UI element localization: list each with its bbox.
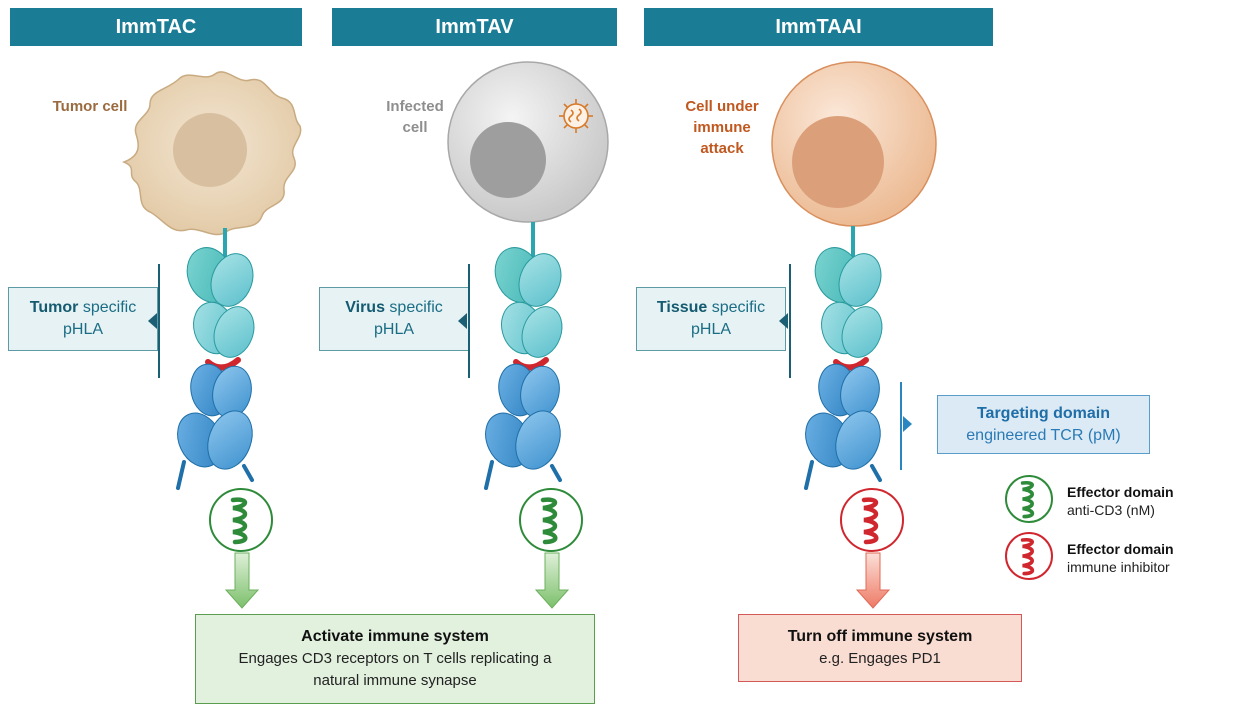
- caret-left-icon: [148, 313, 157, 329]
- legend-red-title: Effector domain: [1067, 541, 1174, 557]
- targeting-domain-box: Targeting domain engineered TCR (pM): [937, 395, 1150, 454]
- bracket-line: [468, 264, 470, 378]
- legend-red-sub: immune inhibitor: [1067, 559, 1170, 575]
- spec-rest: specific: [384, 299, 443, 316]
- header-immtac: ImmTAC: [10, 8, 302, 46]
- attacked-cell-label: Cell under immune attack: [672, 96, 772, 159]
- tcr-protein-icon: [797, 241, 889, 488]
- spec-line2: pHLA: [690, 321, 732, 338]
- spec-line2: pHLA: [373, 321, 415, 338]
- header-immtaai: ImmTAAI: [644, 8, 993, 46]
- infected-nucleus: [470, 122, 546, 198]
- infected-label-line2: cell: [402, 119, 428, 136]
- legend-green-icon: [1005, 475, 1053, 523]
- spec-bold: Virus: [345, 299, 385, 316]
- legend-green-sub: anti-CD3 (nM): [1067, 502, 1155, 518]
- targeting-bracket-line: [900, 382, 902, 470]
- activate-line2: natural immune synapse: [313, 672, 477, 689]
- tcr-protein-icon: [169, 241, 261, 488]
- tumor-cell-label: Tumor cell: [52, 98, 128, 115]
- tcr-protein-icon: [477, 241, 569, 488]
- tumor-nucleus: [173, 113, 247, 187]
- turn-off-sub: e.g. Engages PD1: [819, 650, 941, 667]
- infected-label-line1: Infected: [386, 98, 444, 115]
- virus-icon: [559, 99, 593, 133]
- legend-green-title: Effector domain: [1067, 484, 1174, 500]
- spec-line2: pHLA: [62, 321, 104, 338]
- down-arrow-icon: [855, 552, 891, 609]
- down-arrow-icon: [534, 552, 570, 609]
- effector-green-icon: [209, 488, 273, 552]
- caret-left-icon: [779, 313, 788, 329]
- effector-red-icon: [840, 488, 904, 552]
- bracket-line: [789, 264, 791, 378]
- legend-red-icon: [1005, 532, 1053, 580]
- spec-rest: specific: [707, 299, 766, 316]
- activate-immune-box: Activate immune system Engages CD3 recep…: [195, 614, 595, 704]
- attack-label-line3: attack: [700, 140, 744, 157]
- tumor-specific-box: Tumor specific pHLA: [8, 287, 158, 351]
- tissue-specific-box: Tissue specific pHLA: [636, 287, 786, 351]
- caret-right-icon: [903, 416, 912, 432]
- attack-label-line1: Cell under: [685, 98, 759, 115]
- effector-green-icon: [519, 488, 583, 552]
- turn-off-immune-box: Turn off immune system e.g. Engages PD1: [738, 614, 1022, 682]
- down-arrow-icon: [224, 552, 260, 609]
- spec-bold: Tissue: [656, 299, 708, 316]
- targeting-sub: engineered TCR (pM): [966, 426, 1121, 444]
- spec-bold: Tumor: [29, 299, 79, 316]
- spec-rest: specific: [78, 299, 137, 316]
- legend-green: Effector domain anti-CD3 (nM): [1067, 483, 1174, 519]
- caret-left-icon: [458, 313, 467, 329]
- infected-cell-label: Infected cell: [370, 96, 460, 138]
- bracket-line: [158, 264, 160, 378]
- virus-specific-box: Virus specific pHLA: [319, 287, 469, 351]
- legend-red: Effector domain immune inhibitor: [1067, 540, 1174, 576]
- targeting-title: Targeting domain: [976, 404, 1111, 422]
- turn-off-title: Turn off immune system: [787, 628, 973, 645]
- header-immtav: ImmTAV: [332, 8, 617, 46]
- activate-line1: Engages CD3 receptors on T cells replica…: [238, 650, 552, 667]
- activate-title: Activate immune system: [301, 628, 489, 645]
- attack-label-line2: immune: [693, 119, 751, 136]
- attacked-nucleus: [792, 116, 884, 208]
